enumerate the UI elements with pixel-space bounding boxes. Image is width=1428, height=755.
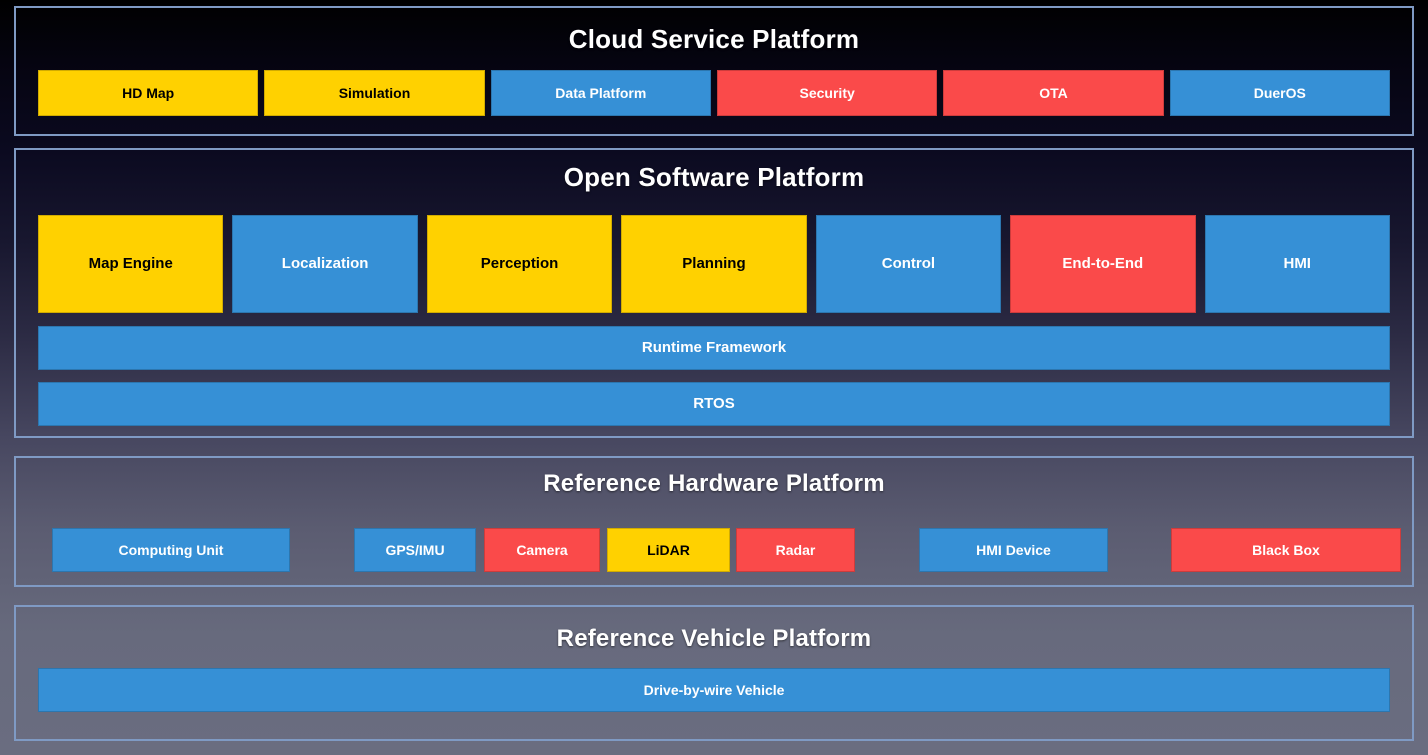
panel-title-reference-hardware-platform: Reference Hardware Platform (543, 470, 885, 497)
block-drive-by-wire-vehicle[interactable]: Drive-by-wire Vehicle (38, 668, 1390, 712)
block-security[interactable]: Security (716, 70, 938, 116)
block-control[interactable]: Control (815, 215, 1002, 313)
block-localization[interactable]: Localization (232, 215, 418, 313)
block-ota[interactable]: OTA (943, 70, 1164, 116)
block-runtime-framework[interactable]: Runtime Framework (38, 326, 1390, 370)
block-end-to-end[interactable]: End-to-End (1010, 215, 1196, 313)
panel-title-cloud-service-platform: Cloud Service Platform (568, 24, 860, 54)
panel-title-reference-vehicle-platform: Reference Vehicle Platform (556, 625, 872, 652)
block-hmi-device[interactable]: HMI Device (919, 528, 1108, 572)
block-gps-imu[interactable]: GPS/IMU (354, 528, 476, 572)
panel-title-open-software-platform: Open Software Platform (563, 162, 865, 192)
block-simulation[interactable]: Simulation (264, 70, 485, 116)
block-hmi[interactable]: HMI (1204, 215, 1390, 313)
block-perception[interactable]: Perception (426, 215, 613, 313)
block-rtos[interactable]: RTOS (38, 382, 1390, 426)
panel-reference-hardware-platform: Reference Hardware Platform Computing Un… (14, 456, 1414, 587)
block-map-engine[interactable]: Map Engine (38, 215, 224, 313)
block-hd-map[interactable]: HD Map (38, 70, 259, 116)
block-planning[interactable]: Planning (621, 215, 807, 313)
block-lidar[interactable]: LiDAR (607, 528, 730, 572)
block-black-box[interactable]: Black Box (1171, 528, 1401, 572)
block-radar[interactable]: Radar (736, 528, 855, 572)
block-computing-unit[interactable]: Computing Unit (52, 528, 290, 572)
panel-reference-vehicle-platform: Reference Vehicle Platform Drive-by-wire… (14, 605, 1414, 741)
block-camera[interactable]: Camera (484, 528, 600, 572)
block-data-platform[interactable]: Data Platform (490, 70, 711, 116)
block-dueros[interactable]: DuerOS (1169, 70, 1390, 116)
